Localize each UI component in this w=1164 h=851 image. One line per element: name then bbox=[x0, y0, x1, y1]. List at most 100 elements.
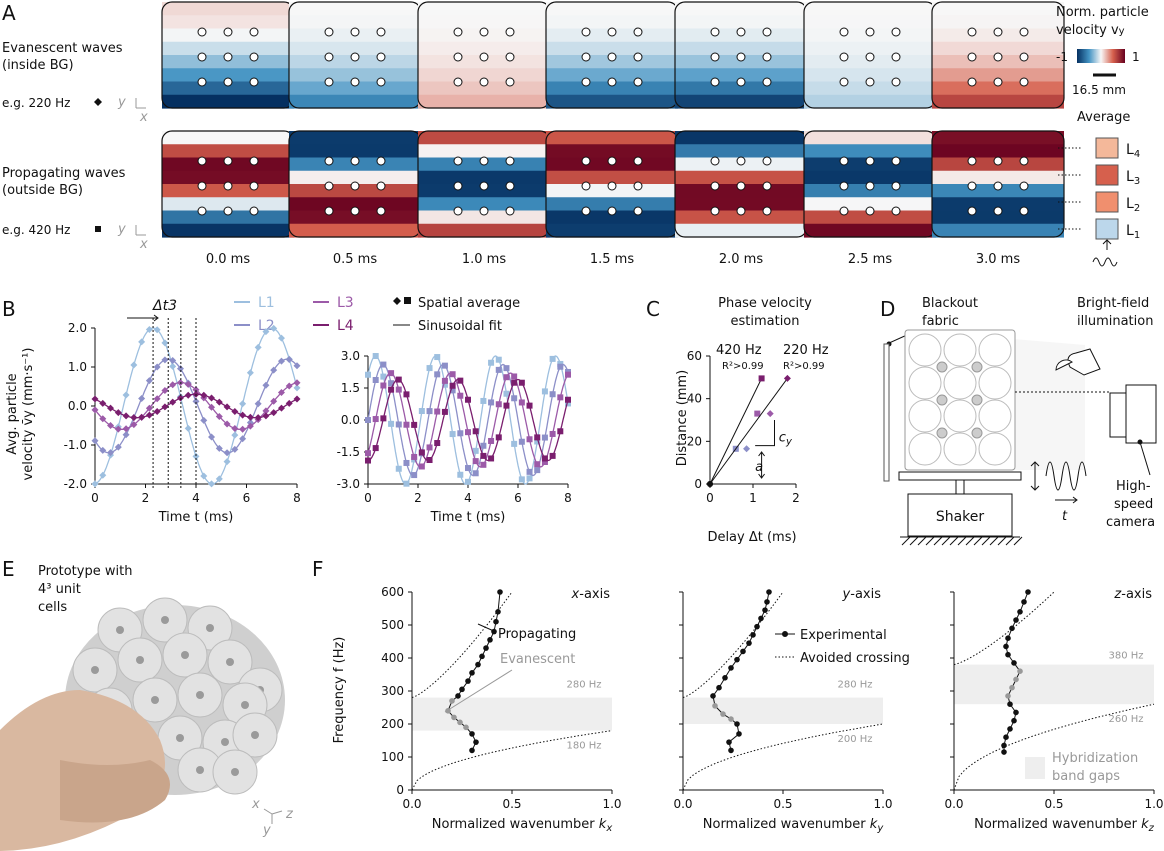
row2-example: e.g. 420 Hz bbox=[2, 223, 70, 237]
data-point bbox=[495, 356, 502, 363]
heatmap-band bbox=[546, 184, 678, 198]
unit-cell-dot bbox=[197, 77, 207, 87]
heatmap-band bbox=[162, 2, 294, 16]
level-swatch bbox=[1095, 218, 1119, 240]
d-hs-1: High- bbox=[1116, 479, 1151, 494]
experimental-point bbox=[469, 670, 475, 676]
legend-spatial: Spatial average bbox=[418, 296, 520, 311]
x-tick-label: 0.0 bbox=[673, 797, 692, 811]
heatmap-outline bbox=[931, 130, 1065, 238]
unit-cell-dot bbox=[865, 156, 875, 166]
unit-cell-dot bbox=[376, 181, 386, 191]
experimental-point bbox=[493, 618, 499, 625]
y-tick-label: 1.0 bbox=[68, 360, 87, 374]
heatmap-band bbox=[418, 170, 550, 185]
unit-cell-dot bbox=[581, 206, 591, 216]
unit-cell-dot bbox=[839, 181, 849, 191]
fit-line bbox=[709, 378, 788, 485]
data-point bbox=[254, 400, 262, 408]
heatmap-band bbox=[289, 184, 421, 198]
y-tick-label: -1.0 bbox=[64, 438, 87, 452]
cell-sphere bbox=[971, 427, 983, 439]
unit-cell-dot bbox=[839, 77, 849, 87]
f-legend-experimental: Experimental bbox=[800, 628, 887, 643]
data-point bbox=[223, 449, 231, 457]
a-label: a bbox=[755, 460, 763, 475]
heatmap-band bbox=[804, 184, 936, 198]
unit-cell-dot bbox=[581, 52, 591, 62]
data-point bbox=[365, 450, 371, 457]
data-point bbox=[169, 357, 177, 365]
cell-hole bbox=[91, 666, 99, 674]
unit-cell-dot bbox=[479, 156, 489, 166]
data-point bbox=[480, 397, 487, 404]
cell-hole bbox=[161, 616, 169, 624]
data-point bbox=[277, 404, 285, 412]
data-point bbox=[208, 394, 216, 402]
cell-hole bbox=[226, 658, 234, 666]
heatmap-band bbox=[418, 41, 550, 56]
axis-triad-icon bbox=[263, 808, 283, 824]
d-t-label: t bbox=[1062, 509, 1068, 524]
avoided-crossing-upper bbox=[411, 591, 513, 699]
prototype-photo bbox=[0, 597, 285, 851]
heatmap-band bbox=[804, 210, 936, 225]
x-tick-label: 1.0 bbox=[1144, 797, 1163, 811]
heatmap-band bbox=[932, 81, 1064, 96]
data-point bbox=[130, 421, 138, 429]
data-point bbox=[534, 434, 541, 441]
axis-triad-row1: y x bbox=[117, 95, 148, 125]
unit-cell-dot bbox=[967, 206, 977, 216]
unit-cell-dot bbox=[891, 77, 901, 87]
data-point bbox=[488, 399, 495, 406]
velocity-heatmap bbox=[545, 1, 679, 109]
unit-cell-dot bbox=[865, 27, 875, 37]
y-tick-label: 500 bbox=[381, 618, 404, 632]
data-point bbox=[743, 445, 751, 453]
unit-cell-dot bbox=[993, 27, 1003, 37]
heatmap-band bbox=[675, 170, 807, 185]
y-tick-label: -1.5 bbox=[337, 445, 360, 459]
f-legend-hybrid-2: band gaps bbox=[1052, 769, 1120, 784]
unit-cell-dot bbox=[865, 52, 875, 62]
unit-cell-dot bbox=[762, 156, 772, 166]
heatmap-band bbox=[289, 41, 421, 56]
heatmap-band bbox=[162, 41, 294, 56]
data-point bbox=[208, 433, 216, 441]
unit-cell-dot bbox=[581, 156, 591, 166]
e-line1: Prototype with bbox=[38, 564, 132, 579]
unit-cell-dot bbox=[967, 156, 977, 166]
experimental-point bbox=[1013, 709, 1019, 716]
row2-sublabel: (outside BG) bbox=[2, 183, 83, 198]
experimental-point bbox=[469, 731, 475, 737]
x-tick-label: 0.0 bbox=[944, 797, 963, 811]
data-point bbox=[231, 445, 239, 453]
d-hs-2: speed bbox=[1114, 497, 1153, 512]
heatmap-band bbox=[546, 170, 678, 185]
data-point bbox=[518, 476, 525, 483]
data-point bbox=[145, 325, 153, 333]
data-point bbox=[122, 412, 130, 420]
cell-hole bbox=[136, 656, 144, 664]
data-point bbox=[270, 397, 278, 405]
data-point bbox=[766, 410, 774, 418]
unit-cell-dot bbox=[223, 77, 233, 87]
data-point bbox=[388, 380, 395, 387]
heatmap-band bbox=[675, 15, 807, 30]
data-point bbox=[231, 431, 239, 439]
evanescent-arrow bbox=[444, 669, 513, 713]
data-point bbox=[380, 361, 387, 368]
data-point bbox=[138, 338, 146, 346]
band-gap bbox=[412, 697, 612, 731]
data-point bbox=[549, 391, 556, 398]
data-point bbox=[411, 421, 418, 428]
data-point bbox=[114, 425, 122, 433]
unit-cell bbox=[908, 333, 942, 367]
heatmap-band bbox=[289, 15, 421, 30]
unit-cell-dot bbox=[967, 181, 977, 191]
data-point bbox=[488, 437, 495, 444]
data-point bbox=[495, 366, 502, 373]
unit-cell bbox=[943, 333, 977, 367]
